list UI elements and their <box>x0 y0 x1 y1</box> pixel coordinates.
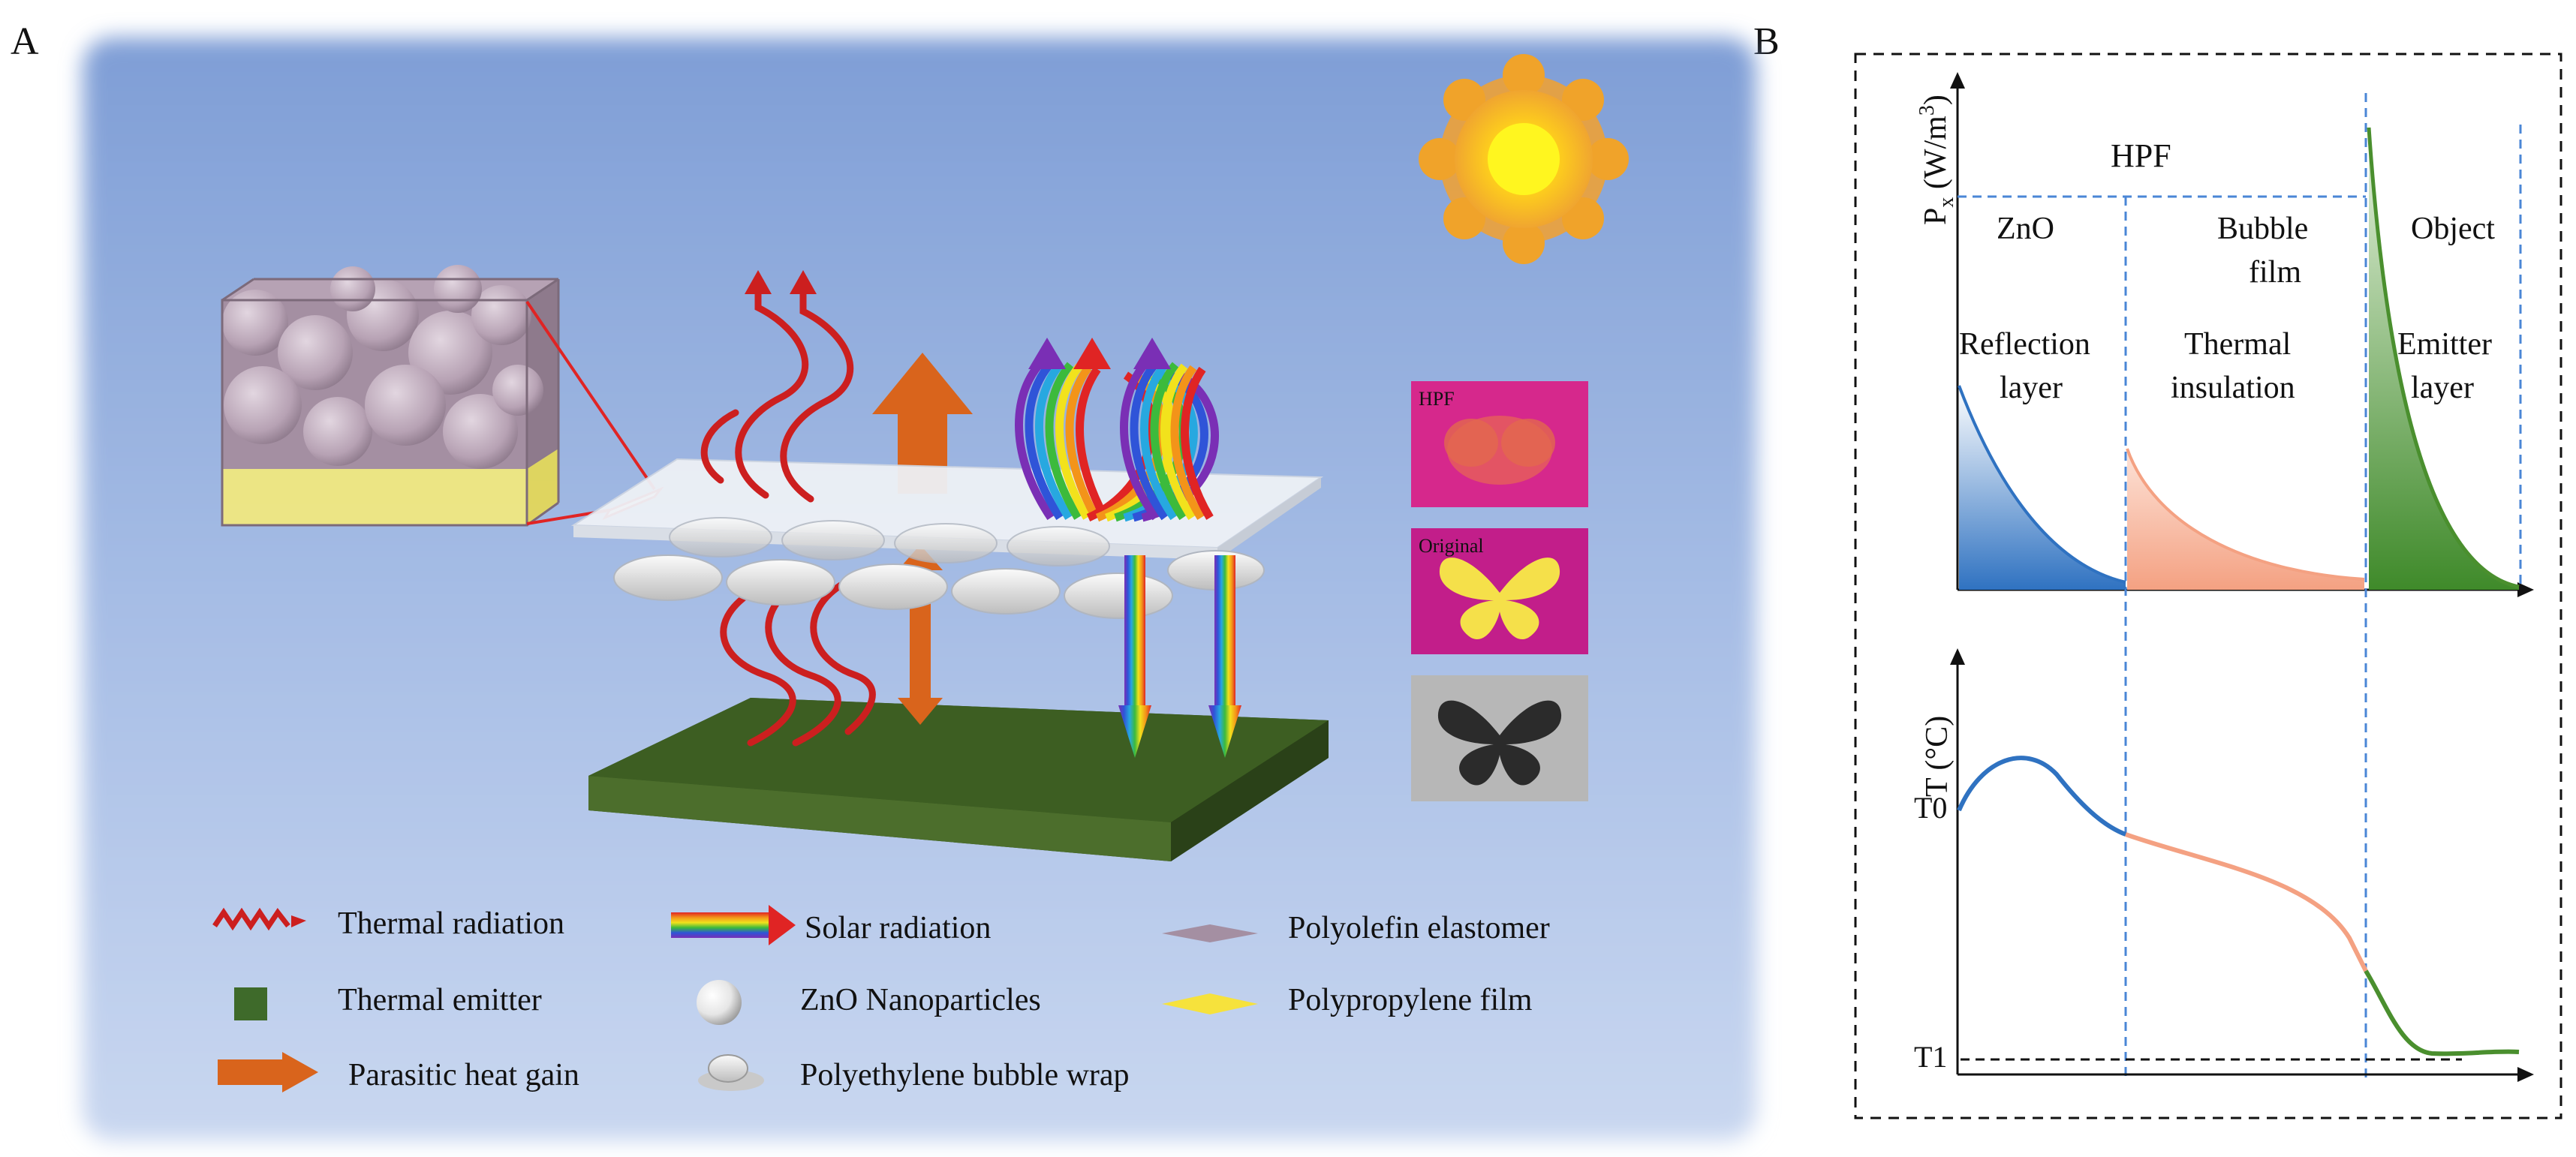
panel-b-letter: B <box>1753 20 1780 63</box>
bubble-wrap-legend-icon <box>698 1054 764 1091</box>
temperature-curve-emitter <box>2364 969 2520 1056</box>
panel-a-letter: A <box>11 20 39 63</box>
bubble-region-label-line2: film <box>2249 255 2301 290</box>
reflection-label-line1: Reflection <box>1959 327 2090 362</box>
emitter-label-line1: Emitter <box>2397 327 2492 362</box>
photo-butterfly <box>1411 675 1588 801</box>
bottom-x-arrow <box>2517 1067 2534 1082</box>
legend-zno-nanoparticles: ZnO Nanoparticles <box>800 983 1041 1017</box>
bubble-absorption-area <box>2127 449 2364 590</box>
panel-a: HPF Original Thermal radiation Solar rad… <box>83 38 1756 1140</box>
solar-radiation-legend-icon <box>671 905 796 945</box>
emitter-label-line2: layer <box>2411 371 2474 405</box>
panel-b: Px (W/m3) HPF ZnO Bubble film Object Ref… <box>1854 53 2562 1119</box>
legend-parasitic-heat-gain: Parasitic heat gain <box>348 1058 579 1092</box>
hpf-region-label: HPF <box>2111 137 2171 174</box>
sun-icon <box>1419 54 1629 264</box>
t1-label: T1 <box>1914 1040 1947 1074</box>
polyolefin-elastomer-legend-icon <box>1162 924 1258 942</box>
bubble-region-label-line1: Bubble <box>2217 212 2308 246</box>
thermal-waves-lower <box>720 582 876 747</box>
hpf-image-label: HPF <box>1419 388 1455 410</box>
top-y-arrow <box>1950 72 1965 89</box>
thermal-insulation-label-line1: Thermal <box>2184 327 2291 362</box>
zoom-line-top <box>525 300 656 491</box>
polypropylene-film-legend-icon <box>1162 993 1258 1014</box>
t0-label: T0 <box>1914 791 1947 825</box>
temperature-curve-bubble <box>2125 832 2368 972</box>
legend: Thermal radiation Solar radiation Polyol… <box>212 905 1550 1092</box>
thermal-emitter-legend-icon <box>234 987 267 1020</box>
zno-absorption-area <box>1959 386 2126 590</box>
legend-solar-radiation: Solar radiation <box>805 911 991 945</box>
bubble-absorption-curve <box>2126 448 2365 581</box>
thermal-arrowheads <box>745 270 817 294</box>
thermal-image-hpf: HPF <box>1411 381 1588 507</box>
panel-b-dashed-frame <box>1854 53 2562 1119</box>
zno-nanoparticle-legend-icon <box>697 980 742 1025</box>
zno-region-label: ZnO <box>1997 212 2054 246</box>
legend-thermal-radiation: Thermal radiation <box>338 906 564 941</box>
zno-absorption-curve <box>1958 385 2126 584</box>
temperature-curve-zno <box>1957 756 2127 837</box>
bottom-chart-axes <box>1956 660 2522 1076</box>
emitter-absorption-area <box>2369 128 2519 590</box>
solar-loop-arrowheads <box>1028 338 1171 369</box>
composite-film-cube <box>221 265 560 527</box>
legend-polypropylene-film: Polypropylene film <box>1288 983 1533 1017</box>
solar-transmitted-arrows <box>1118 555 1241 758</box>
object-region-label: Object <box>2411 212 2495 246</box>
legend-polyolefin-elastomer: Polyolefin elastomer <box>1288 911 1550 945</box>
parasitic-heat-gain-legend-icon <box>218 1052 318 1092</box>
thermal-insulation-label-line2: insulation <box>2171 371 2295 405</box>
reflection-label-line2: layer <box>2000 371 2063 405</box>
thermal-image-original: Original <box>1411 528 1588 654</box>
solar-radiation-loops <box>1015 357 1219 522</box>
bottom-y-label: T (°C) <box>1920 716 1955 797</box>
top-y-label: Px (W/m3) <box>1915 95 1958 225</box>
emitter-absorption-curve <box>2367 127 2520 589</box>
thermal-radiation-legend-icon <box>212 907 306 931</box>
top-x-arrow <box>2517 582 2534 597</box>
legend-thermal-emitter: Thermal emitter <box>338 983 542 1017</box>
bottom-y-arrow <box>1950 648 1965 665</box>
original-image-label: Original <box>1419 535 1484 557</box>
legend-polyethylene-bubble-wrap: Polyethylene bubble wrap <box>800 1058 1130 1092</box>
thermal-waves-upper <box>700 285 854 503</box>
